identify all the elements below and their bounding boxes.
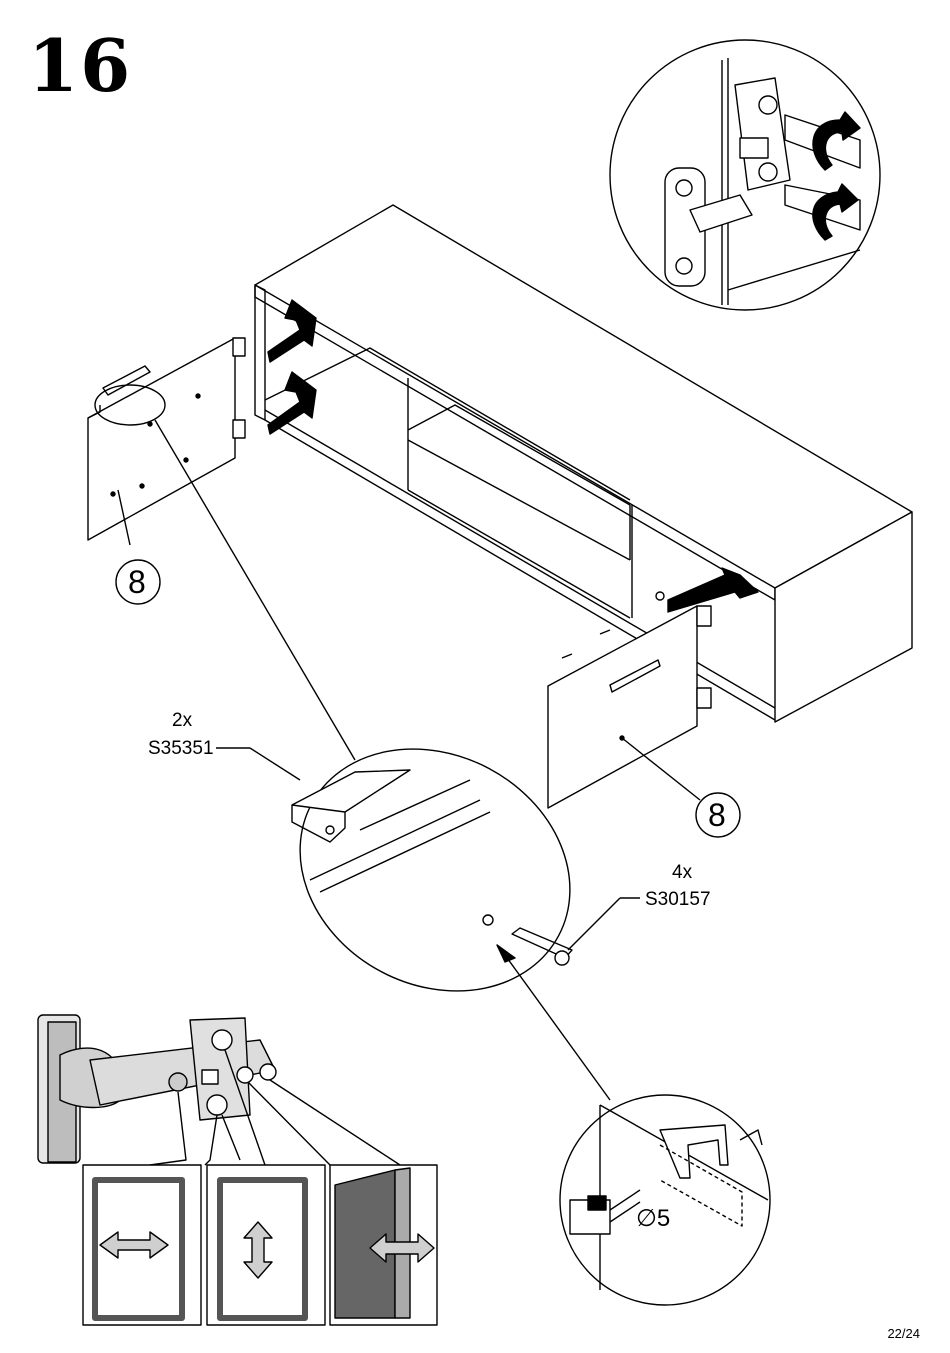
part-number-right: 8 bbox=[708, 797, 726, 834]
page-number: 22/24 bbox=[887, 1326, 920, 1341]
part-number-left: 8 bbox=[128, 564, 146, 601]
handle-part-code: S35351 bbox=[148, 738, 214, 760]
screw-part-code: S30157 bbox=[645, 889, 711, 911]
diameter-symbol: ∅ bbox=[636, 1205, 657, 1232]
handle-quantity: 2x bbox=[172, 710, 192, 732]
drill-diameter: ∅5 bbox=[636, 1204, 670, 1233]
diameter-value: 5 bbox=[657, 1205, 670, 1232]
screw-quantity: 4x bbox=[672, 862, 692, 884]
